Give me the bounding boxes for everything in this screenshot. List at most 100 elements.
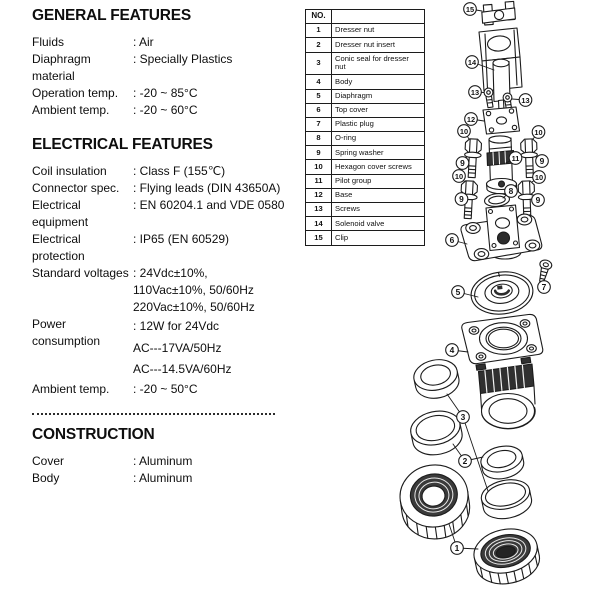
spec-value: : Flying leads (DIN 43650A)	[133, 181, 281, 195]
callout-circle-10	[457, 124, 471, 138]
callout-circle-6	[445, 233, 459, 247]
spec-row: Power consumption : 12W for 24Vdc AC---17…	[32, 316, 310, 381]
spec-label: Ambient temp.	[32, 381, 110, 396]
part-name-cell: Hexagon cover screws	[331, 159, 425, 175]
spec-label: Diaphragm material	[32, 52, 91, 83]
spec-row: Body: Aluminum	[32, 470, 310, 487]
spec-value: : Aluminum	[133, 453, 193, 468]
base-drawing	[482, 106, 521, 135]
callout-circle-2	[458, 454, 472, 468]
pilot-group-drawing	[485, 135, 518, 195]
callout-circle-14	[465, 55, 479, 69]
spec-label: Fluids	[32, 35, 65, 49]
part-number-cell: 11	[305, 173, 332, 189]
name-header-cell	[331, 8, 425, 25]
callout-number-10: 10	[455, 172, 463, 181]
spec-row: Coil insulation : Class F (155℃)	[32, 163, 310, 180]
dresser-nut-insert-drawing	[480, 445, 525, 480]
dresser-nut-drawing	[399, 464, 471, 540]
callout-circle-12	[464, 112, 478, 126]
screw-drawing	[483, 87, 494, 109]
spec-label: Coil insulation	[32, 164, 107, 178]
callout-circle-9	[454, 192, 469, 206]
part-name-cell: Spring washer	[331, 145, 425, 161]
spec-label: Ambient temp.	[32, 103, 110, 117]
dotted-divider	[32, 412, 275, 415]
spec-row: Diaphragm material : Specially Plastics	[32, 51, 310, 85]
callout-circle-10	[531, 125, 546, 139]
spec-row: Electrical protection: IP65 (EN 60529)	[32, 231, 310, 265]
callout-circle-11	[508, 151, 523, 165]
solenoid-valve-drawing	[478, 27, 523, 113]
section-title: CONSTRUCTION	[32, 425, 155, 443]
dresser-nut-insert-drawing	[410, 410, 463, 456]
section-title: ELECTRICAL FEATURES	[32, 136, 213, 153]
spec-value: : Specially Plastics	[133, 52, 233, 66]
callout-number-5: 5	[456, 287, 461, 297]
spec-value: : Air	[133, 35, 154, 49]
body-drawing	[461, 313, 544, 430]
callout-number-1: 1	[455, 543, 460, 553]
section-electrical-features: ELECTRICAL FEATURES Coil insulation : Clas…	[32, 136, 310, 398]
callout-number-8: 8	[509, 186, 514, 196]
callout-number-13: 13	[521, 96, 529, 105]
diaphragm-drawing	[470, 271, 534, 315]
callout-circle-10	[532, 170, 546, 184]
spec-label: Cover	[32, 453, 65, 468]
callout-number-2: 2	[463, 456, 468, 466]
part-number-cell: 2	[305, 37, 332, 53]
callout-number-3: 3	[461, 412, 466, 422]
spec-value: : Class F (155℃)	[133, 164, 226, 178]
part-name-cell: Dresser nut insert	[331, 37, 425, 53]
callout-number-6: 6	[450, 235, 455, 245]
callout-circle-10	[452, 169, 466, 183]
spec-label: Operation temp.	[32, 86, 119, 100]
plastic-plug-drawing	[539, 259, 553, 283]
spec-row: Ambient temp. : -20 ~ 50°C	[32, 381, 310, 398]
table-header-row: NO.	[305, 8, 425, 25]
part-name-cell: Screws	[331, 202, 425, 218]
spec-value: : 12W for 24Vdc AC---17VA/50Hz AC---14.5…	[133, 319, 232, 376]
spec-row: Connector spec.: Flying leads (DIN 43650…	[32, 180, 310, 197]
callout-number-7: 7	[542, 282, 547, 292]
spec-row: Fluids : Air	[32, 34, 310, 51]
spec-row: Electrical equipment: EN 60204.1 and VDE…	[32, 197, 310, 231]
spec-label: Electrical equipment	[32, 198, 89, 229]
callout-number-10: 10	[535, 173, 543, 182]
callout-number-9: 9	[536, 195, 541, 205]
spec-label: Standard voltages	[32, 266, 129, 280]
spec-label: Power consumption	[32, 317, 101, 348]
spec-value: : IP65 (EN 60529)	[133, 232, 230, 246]
part-name-cell: Pilot group	[331, 173, 425, 189]
top-cover-drawing	[460, 204, 543, 262]
part-name-cell: Clip	[331, 230, 425, 246]
conic-seal-drawing	[413, 359, 460, 399]
spec-value: : 24Vdc±10%, 110Vac±10%, 50/60Hz 220Vac±…	[133, 266, 255, 314]
hexagon-cover-screw-drawing	[520, 138, 538, 179]
callout-circle-4	[445, 343, 459, 357]
part-number-cell: 10	[305, 159, 332, 175]
spec-row: Cover : Aluminum	[32, 453, 310, 470]
spec-value: : -20 ~ 50°C	[133, 381, 198, 396]
part-name-cell: Plastic plug	[331, 116, 425, 133]
callout-number-9: 9	[459, 194, 464, 204]
part-name-cell: Base	[331, 187, 425, 204]
callout-circle-1	[450, 541, 464, 555]
